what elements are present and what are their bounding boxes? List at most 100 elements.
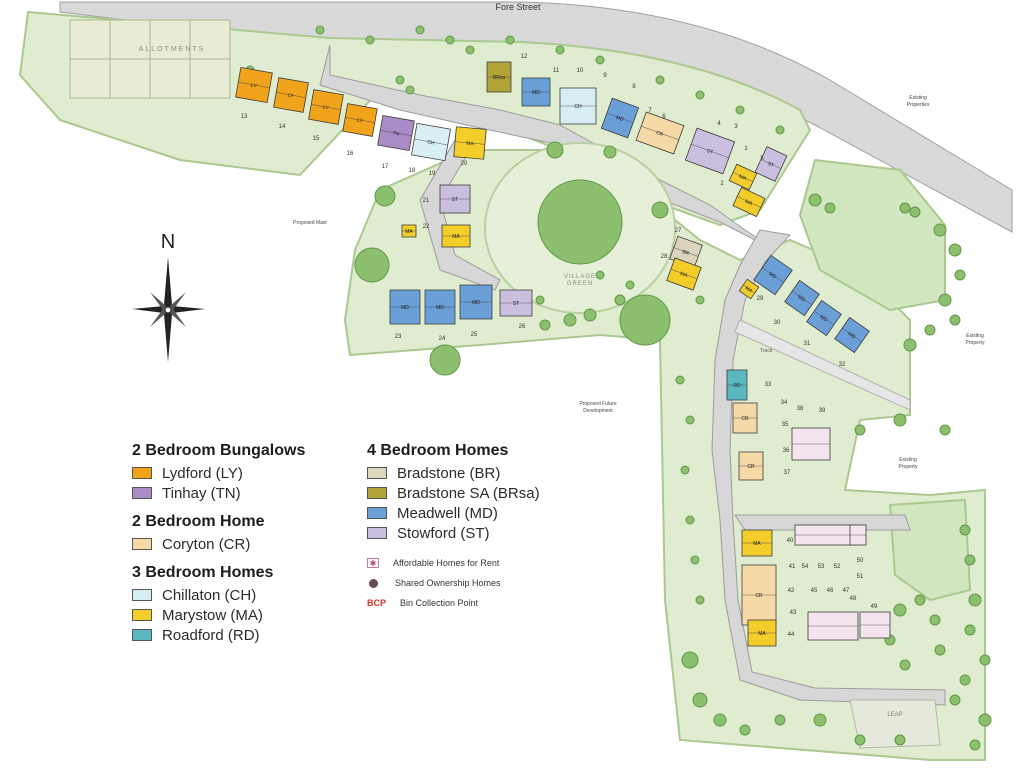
legend-swatch <box>132 467 152 479</box>
shared-ownership-dot-icon <box>369 578 378 588</box>
house-stowford: ST <box>439 184 471 214</box>
house-affordable <box>794 524 856 546</box>
plot-number: 15 <box>313 136 320 142</box>
house-meadwell: MD <box>600 97 640 139</box>
tree <box>546 141 564 159</box>
house-stowford: ST <box>499 289 533 317</box>
trees <box>245 25 992 751</box>
plot-number: 1 <box>744 146 748 152</box>
legend-heading-4-bed-homes: 4 Bedroom Homes <box>367 442 509 459</box>
tree <box>713 713 727 727</box>
affordable-rent-icon: ✱ <box>367 558 379 568</box>
plot-number: 34 <box>781 400 788 406</box>
legend-item-affordable-rent: ✱Affordable Homes for Rent <box>367 553 540 573</box>
legend: 2 Bedroom Bungalows Lydford (LY) Tinhay … <box>132 442 592 645</box>
plot-number: 41 <box>789 564 796 570</box>
plot-number: 44 <box>788 632 795 638</box>
leap-area <box>849 699 941 749</box>
tree <box>774 714 786 726</box>
house-code-label: CR <box>741 416 749 422</box>
house-code-label: MA <box>744 285 754 295</box>
plot-number: 4 <box>717 121 721 127</box>
legend-swatch <box>132 609 152 621</box>
tree <box>690 555 700 565</box>
green-space-north-east <box>798 158 946 312</box>
tree <box>685 515 695 525</box>
tree <box>465 45 475 55</box>
roof-ridge <box>842 327 862 343</box>
tree <box>354 247 390 283</box>
green-space-south-east <box>888 498 972 602</box>
house-stowford: ST <box>754 146 788 182</box>
plot-number: 19 <box>429 171 436 177</box>
house-chillaton: CH <box>411 122 451 162</box>
tree <box>315 25 325 35</box>
tree <box>854 424 866 436</box>
legend-item-meadwell: Meadwell (MD) <box>367 503 540 523</box>
plot-number: 9 <box>603 73 607 79</box>
house-tinhay: TN <box>377 114 415 152</box>
tree <box>695 595 705 605</box>
legend-item-chillaton: Chillaton (CH) <box>132 585 305 605</box>
tree <box>365 35 375 45</box>
plot-number: 17 <box>382 164 389 170</box>
roof-ridge <box>238 82 270 88</box>
roof-ridge <box>737 196 761 208</box>
tree <box>893 413 907 427</box>
house-marystow: MA <box>738 278 760 300</box>
house-code-label: RD <box>733 383 741 389</box>
roof-ridge <box>762 267 784 283</box>
leap-label: LEAP <box>887 712 902 718</box>
tree <box>949 694 961 706</box>
track-label: Track <box>760 348 773 354</box>
tree <box>651 201 669 219</box>
house-code-label: LY <box>287 93 294 100</box>
tree <box>964 554 976 566</box>
legend-swatch <box>132 589 152 601</box>
tree <box>954 269 966 281</box>
house-code-label: LY <box>356 118 363 125</box>
house-lydford: LY <box>342 103 378 137</box>
tree <box>415 25 425 35</box>
house-lydford: LY <box>273 77 309 113</box>
plot-number: 20 <box>461 161 468 167</box>
legend-item-roadford: Roadford (RD) <box>132 625 305 645</box>
tree <box>924 324 936 336</box>
tree <box>680 465 690 475</box>
tree <box>894 734 906 746</box>
house-code-label: CR <box>755 593 763 599</box>
tree <box>539 319 551 331</box>
tree <box>692 692 708 708</box>
tree <box>555 45 565 55</box>
house-meadwell: MD <box>806 299 842 337</box>
plot-number: 24 <box>439 336 446 342</box>
house-code-label: LY <box>250 83 257 90</box>
house-roadford: RD <box>726 369 748 401</box>
plot-number: 29 <box>757 296 764 302</box>
legend-swatch <box>367 527 387 539</box>
house-code-label: MD <box>847 331 857 341</box>
tree <box>854 734 866 746</box>
tree <box>949 314 961 326</box>
house-code-label: TN <box>392 130 400 137</box>
house-chillaton: CH <box>559 87 597 125</box>
roof-ridge <box>814 310 834 326</box>
plot-number: 5 <box>760 156 764 162</box>
house-code-label: ST <box>452 197 458 203</box>
plot-number: 6 <box>662 114 666 120</box>
house-marystow: MA <box>741 529 773 557</box>
plot-number: 51 <box>857 574 864 580</box>
plot-number: 54 <box>802 564 809 570</box>
plot-number: 47 <box>843 588 850 594</box>
house-meadwell: MD <box>753 254 793 296</box>
tree <box>685 415 695 425</box>
tree <box>739 724 751 736</box>
tree <box>395 75 405 85</box>
legend-item-shared-ownership: Shared Ownership Homes <box>367 573 540 593</box>
house-code-label: CH <box>574 104 582 110</box>
